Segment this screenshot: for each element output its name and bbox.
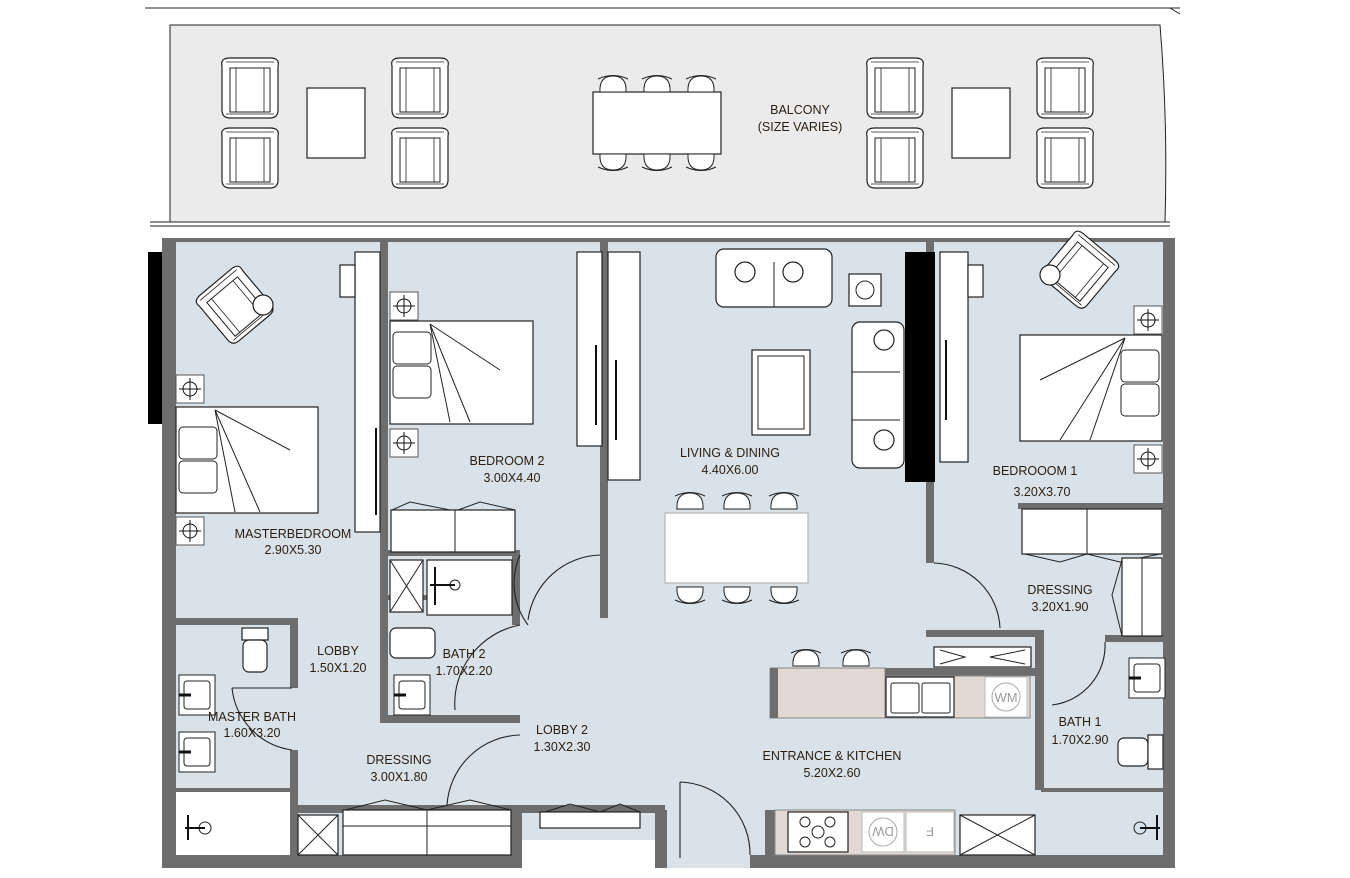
room-name: LIVING & DINING (680, 446, 780, 460)
room-size: 1.50X1.20 (310, 661, 367, 675)
kitchen-island (769, 667, 886, 719)
room-name: BEDROOOM 1 (993, 464, 1078, 478)
master-bath: MASTER BATH 1.60X3.20 LOBBY 1.50X1.20 (176, 627, 367, 855)
wardrobe (354, 251, 381, 533)
side-table (951, 87, 1011, 159)
bath-1: BATH 1 1.70X2.90 (1052, 641, 1167, 840)
bedroom-2: BEDROOM 2 3.00X4.40 (389, 251, 641, 553)
room-name: MASTER BATH (208, 710, 296, 724)
balcony-dining-table (592, 91, 722, 155)
room-size: 1.70X2.90 (1052, 733, 1109, 747)
room-size: 1.30X2.30 (534, 740, 591, 754)
kitchen-sink (885, 676, 955, 718)
room-size: 5.20X2.60 (804, 766, 861, 780)
balcony-size: (SIZE VARIES) (758, 120, 843, 134)
room-name: MASTERBEDROOM (235, 527, 352, 541)
bed (175, 406, 319, 514)
room-size: 4.40X6.00 (702, 463, 759, 477)
cooktop (787, 811, 849, 853)
balcony-label: BALCONY (770, 103, 830, 117)
room-name: DRESSING (1027, 583, 1092, 597)
bedroom-1: BEDROOOM 1 3.20X3.70 (939, 228, 1163, 499)
bath-2: BATH 2 1.70X2.20 (389, 559, 521, 717)
kitchen-floor-gap (520, 840, 660, 878)
room-size: 3.20X1.90 (1032, 600, 1089, 614)
room-size: 1.60X3.20 (224, 726, 281, 740)
room-size: 2.90X5.30 (265, 543, 322, 557)
room-size: 3.00X1.80 (371, 770, 428, 784)
lobby-2-dressing: LOBBY 2 1.30X2.30 DRESSING 3.00X1.80 (297, 554, 641, 856)
entrance-door[interactable] (679, 781, 751, 858)
room-name: DRESSING (366, 753, 431, 767)
side-table (848, 273, 882, 307)
side-table (306, 87, 366, 159)
room-size: 3.20X3.70 (1014, 485, 1071, 499)
fridge (905, 811, 955, 853)
fridge-label: F (926, 824, 934, 839)
room-name: LOBBY 2 (536, 723, 588, 737)
room-name: BATH 1 (1059, 715, 1102, 729)
sofa (851, 321, 905, 469)
wardrobe (576, 251, 603, 447)
coffee-table (751, 349, 811, 436)
dining-table (664, 512, 809, 584)
room-name: LOBBY (317, 644, 359, 658)
room-name: ENTRANCE & KITCHEN (763, 749, 902, 763)
dishwasher-label: DW (871, 824, 893, 839)
dressing-1: DRESSING 3.20X1.90 (933, 508, 1163, 637)
balcony: BALCONY (SIZE VARIES) (145, 7, 1181, 227)
washing-machine-label: WM (994, 690, 1017, 705)
room-size: 1.70X2.20 (436, 664, 493, 678)
living-dining: LIVING & DINING 4.40X6.00 (664, 248, 905, 604)
master-bedroom: MASTERBEDROOM 2.90X5.30 (175, 251, 381, 557)
room-name: BATH 2 (443, 647, 486, 661)
room-name: BEDROOM 2 (469, 454, 544, 468)
room-size: 3.00X4.40 (484, 471, 541, 485)
entrance-kitchen: WM DW F ENTRANCE & KITCHEN 5.20X2.60 (679, 646, 1036, 858)
